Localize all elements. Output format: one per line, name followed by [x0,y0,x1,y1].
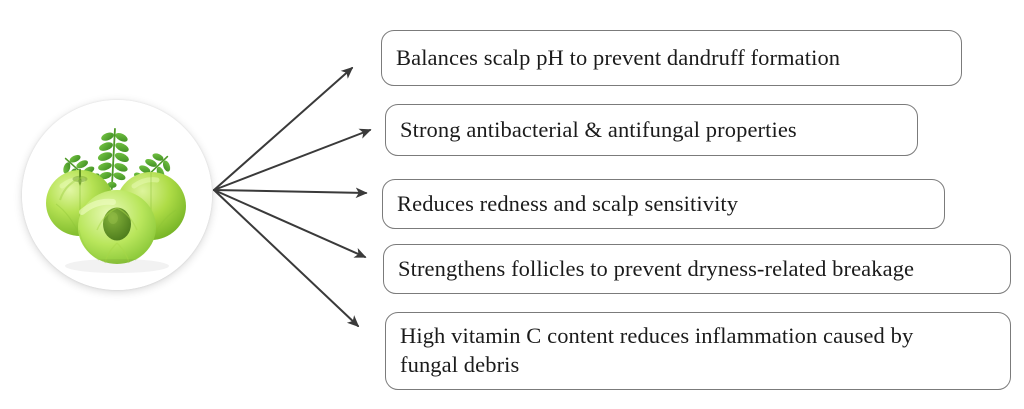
arrow-to-benefit-4 [213,189,367,258]
benefit-text: Strengthens follicles to prevent dryness… [398,255,915,281]
benefit-box-balances-scalp-ph[interactable]: Balances scalp pH to prevent dandruff fo… [381,30,962,86]
benefit-box-reduces-redness[interactable]: Reduces redness and scalp sensitivity [382,179,945,229]
benefit-text: Strong antibacterial & antifungal proper… [400,116,797,142]
arrow-to-benefit-1 [213,66,354,191]
amla-fruit-front-cut [78,190,156,264]
benefit-text: High vitamin C content reduces inflammat… [400,323,914,377]
amla-fruit-photo [22,100,212,290]
arrow-to-benefit-3 [213,187,368,199]
arrow-to-benefit-2 [213,128,372,191]
benefit-text: Reduces redness and scalp sensitivity [397,190,739,216]
benefit-box-strengthens-follicles[interactable]: Strengthens follicles to prevent dryness… [383,244,1011,294]
benefit-box-antibacterial-antifungal[interactable]: Strong antibacterial & antifungal proper… [385,104,918,156]
benefit-text: Balances scalp pH to prevent dandruff fo… [396,44,841,70]
arrow-to-benefit-5 [213,189,360,328]
benefit-box-vitamin-c-inflammation[interactable]: High vitamin C content reduces inflammat… [385,312,1011,390]
